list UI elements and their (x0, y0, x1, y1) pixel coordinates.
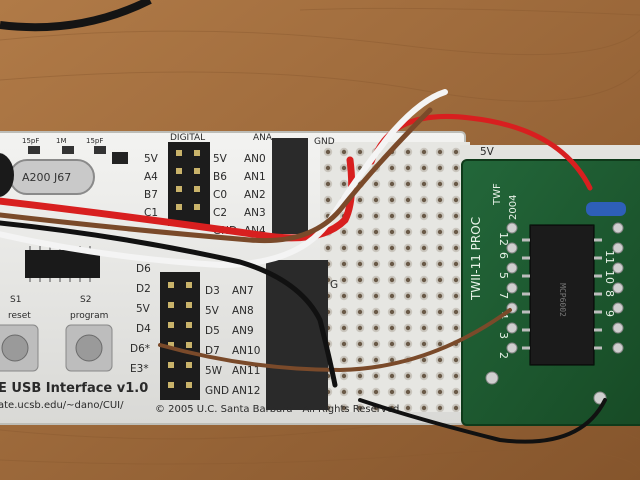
mid-pin-0: 5V (213, 153, 228, 165)
svg-text:MCP6002: MCP6002 (558, 283, 567, 317)
cap-label-2: 1M (56, 137, 67, 145)
red-wire-top (0, 156, 356, 242)
an-pin-0: AN0 (244, 153, 266, 165)
reset-caption: reset (8, 311, 31, 321)
lower-an-pin-0: AN7 (232, 285, 254, 297)
mid-pin-3: C2 (213, 207, 227, 219)
chip-pcb-pin-right-0: 11 (603, 250, 616, 264)
lower-an-pin-5: AN12 (232, 385, 260, 397)
black-wire-bottom (358, 398, 607, 444)
usb-controller-chip (25, 246, 100, 282)
analog-group-label: ANA (253, 133, 273, 143)
wires (0, 89, 607, 444)
lower-left-pin-3: D4 (136, 323, 151, 335)
chip-pcb-pin-right-2: 8 (603, 290, 616, 297)
black-capacitor (0, 153, 14, 197)
chip-pcb-pin-left-2: 5 (497, 272, 510, 279)
button-label-s2: S2 (80, 295, 91, 305)
chip-pcb-pin-left-5: 3 (497, 332, 510, 339)
chip-pcb-label: TWII-11 PROC (469, 217, 483, 301)
digital-header-bottom (160, 272, 200, 400)
black-wire-left (0, 220, 338, 388)
chip-pcb-pin-right-3: 9 (603, 310, 616, 317)
chip-pcb-pin-right-1: 10 (603, 270, 616, 284)
chip-pcb-pin-left-3: 7 (497, 292, 510, 299)
blue-capacitor (586, 202, 626, 216)
brown-wire-bottom (158, 308, 512, 373)
lower-mid-pin-5: GND (205, 385, 229, 397)
board-silkscreen: 15pF 1M 15pF A200 J67 DIGITAL ANA GND 5V… (0, 133, 399, 415)
board-url: ate.ucsb.edu/~dano/CUI/ (0, 400, 124, 411)
lower-mid-pin-1: 5V (205, 305, 220, 317)
program-caption: program (70, 311, 108, 321)
chip-pcb-silkscreen: TWII-11 PROC TWF 2004 12 6 5 7 4 3 2 11 … (469, 183, 616, 359)
digital-header-top (168, 142, 210, 226)
white-wire (0, 89, 448, 269)
chip-pcb-pin-left-1: 6 (497, 252, 510, 259)
chip-pcb-year: 2004 (508, 195, 519, 220)
proto-g-label: G (330, 279, 338, 291)
an-pin-1: AN1 (244, 171, 266, 183)
lower-left-pin-5: E3* (130, 363, 149, 375)
lower-left-pin-4: D6* (130, 343, 150, 355)
mid-pin-1: B6 (213, 171, 227, 183)
lower-an-pin-1: AN8 (232, 305, 254, 317)
crystal-label: A200 J67 (22, 171, 71, 184)
lower-mid-pin-0: D3 (205, 285, 220, 297)
lower-left-pin-1: D2 (136, 283, 151, 295)
lower-an-pin-3: AN10 (232, 345, 260, 357)
lower-left-pin-2: 5V (136, 303, 151, 315)
brown-wire-top (0, 107, 433, 244)
board-copyright: © 2005 U.C. Santa Barbara - All Rights R… (155, 404, 399, 415)
lower-mid-pin-3: D7 (205, 345, 220, 357)
lower-mid-pin-2: D5 (205, 325, 220, 337)
ic-chip: MCP6002 (522, 224, 602, 366)
lower-left-pin-0: D6 (136, 263, 151, 275)
program-button (65, 324, 113, 372)
lower-an-pin-4: AN11 (232, 365, 260, 377)
analog-header-top (272, 138, 308, 234)
mid-pin-2: C0 (213, 189, 227, 201)
cap-label-1: 15pF (22, 137, 39, 145)
chip-pcb-pin-left-0: 12 (497, 232, 510, 246)
left-pin-1: A4 (144, 171, 158, 183)
gnd-label: GND (314, 137, 335, 147)
board-title: E USB Interface v1.0 (0, 381, 148, 396)
an-pin-3: AN3 (244, 207, 266, 219)
left-pin-0: 5V (144, 153, 159, 165)
black-cable-top (0, 0, 152, 32)
chip-pcb-pin-left-6: 2 (497, 352, 510, 359)
digital-group-label: DIGITAL (170, 133, 205, 143)
reset-button (0, 324, 39, 372)
button-label-s1: S1 (10, 295, 21, 305)
proto-5v-label: 5V (480, 146, 495, 158)
small-capacitors (28, 146, 128, 164)
chip-pcb-twf: TWF (492, 183, 503, 206)
analog-header-bottom (266, 260, 328, 410)
protoboard-holes (320, 142, 470, 412)
an-pin-2: AN2 (244, 189, 266, 201)
lower-mid-pin-4: 5W (205, 365, 223, 377)
cap-label-3: 15pF (86, 137, 103, 145)
lower-an-pin-2: AN9 (232, 325, 254, 337)
left-pin-2: B7 (144, 189, 158, 201)
